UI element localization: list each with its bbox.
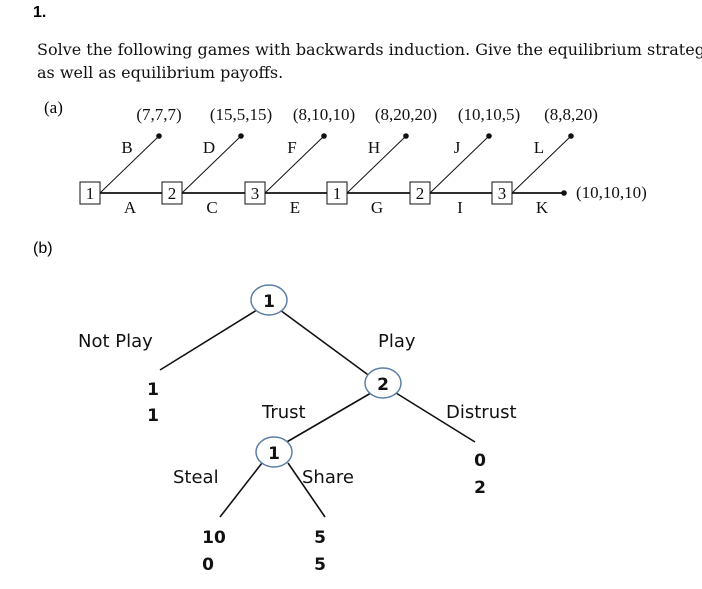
stop-edge	[181, 135, 242, 194]
payoff-share-p1: 5	[314, 528, 326, 548]
node-player-2	[364, 367, 402, 399]
stop-edge	[346, 135, 407, 194]
decision-node	[244, 181, 266, 205]
stop-dot	[486, 133, 492, 139]
second-player-label: 2	[377, 375, 389, 395]
payoff-steal-p1: 10	[202, 528, 226, 548]
payoff-not-play-p1: 1	[147, 380, 159, 400]
stop-payoff: (10,10,5)	[458, 105, 520, 124]
root-player-label: 1	[263, 292, 275, 312]
stop-edge	[99, 135, 160, 194]
action-trust: Trust	[261, 402, 306, 423]
node-player: 2	[168, 184, 177, 203]
continue-action-label: E	[290, 198, 300, 217]
stop-dot	[568, 133, 574, 139]
stop-action-label: H	[368, 138, 380, 157]
terminal-dot	[561, 190, 567, 196]
node-player: 2	[416, 184, 425, 203]
edge-distrust	[395, 392, 476, 443]
third-player-label: 1	[268, 444, 280, 464]
decision-node	[491, 181, 513, 205]
stop-dot	[238, 133, 244, 139]
stop-payoff: (8,8,20)	[544, 105, 598, 124]
payoff-share-p2: 5	[314, 555, 326, 575]
decision-node	[161, 181, 183, 205]
node-player: 3	[498, 184, 507, 203]
node-player: 1	[333, 184, 342, 203]
stop-edge	[429, 135, 490, 194]
decision-node	[326, 181, 348, 205]
stop-action-label: L	[534, 138, 544, 157]
edge-share	[287, 462, 326, 518]
stop-edge	[264, 135, 325, 194]
stop-payoff: (7,7,7)	[136, 105, 181, 124]
edge-not-play	[159, 309, 258, 371]
node-player-1-root	[250, 284, 288, 316]
centipede-game-tree: (10,10,10) 1 B A (7,7,7) 2 D C (15,5,15) 3 F E (8,10…	[79, 105, 647, 217]
payoff-distrust-p2: 2	[474, 478, 486, 498]
action-share: Share	[302, 467, 354, 488]
stop-action-label: J	[454, 138, 461, 157]
stop-action-label: B	[121, 138, 132, 157]
continue-action-label: A	[124, 198, 137, 217]
node-player: 3	[251, 184, 260, 203]
instructions-line-2: as well as equilibrium payoffs.	[37, 63, 284, 82]
part-b-label: (b)	[33, 240, 53, 257]
instructions-line-1: Solve the following games with backwards…	[37, 40, 702, 59]
continue-action-label: G	[371, 198, 383, 217]
stop-dot	[403, 133, 409, 139]
stop-action-label: F	[287, 138, 296, 157]
part-a-label: (a)	[44, 98, 63, 117]
stop-payoff: (8,10,10)	[293, 105, 355, 124]
edge-play	[279, 309, 372, 378]
stop-dot	[156, 133, 162, 139]
question-number: 1.	[33, 4, 47, 21]
decision-node	[409, 181, 431, 205]
action-distrust: Distrust	[446, 402, 517, 423]
stop-dot	[321, 133, 327, 139]
final-payoff: (10,10,10)	[576, 183, 647, 202]
action-steal: Steal	[173, 467, 219, 488]
stop-edge	[511, 135, 572, 194]
continue-action-label: C	[206, 198, 217, 217]
decision-node	[79, 181, 101, 205]
edge-steal	[219, 462, 263, 518]
continue-action-label: K	[536, 198, 549, 217]
payoff-steal-p2: 0	[202, 555, 214, 575]
node-player-1-second	[255, 436, 293, 468]
continue-action-label: I	[457, 198, 463, 217]
edge-trust	[284, 392, 372, 444]
payoff-not-play-p2: 1	[147, 406, 159, 426]
action-not-play: Not Play	[78, 331, 153, 352]
node-player: 1	[86, 184, 95, 203]
trust-game-tree: 1 2 1 Not Play Play Trust Distrust Steal…	[78, 284, 517, 575]
payoff-distrust-p1: 0	[474, 451, 486, 471]
stop-payoff: (8,20,20)	[375, 105, 437, 124]
action-play: Play	[378, 331, 416, 352]
stop-payoff: (15,5,15)	[210, 105, 272, 124]
stop-action-label: D	[203, 138, 215, 157]
